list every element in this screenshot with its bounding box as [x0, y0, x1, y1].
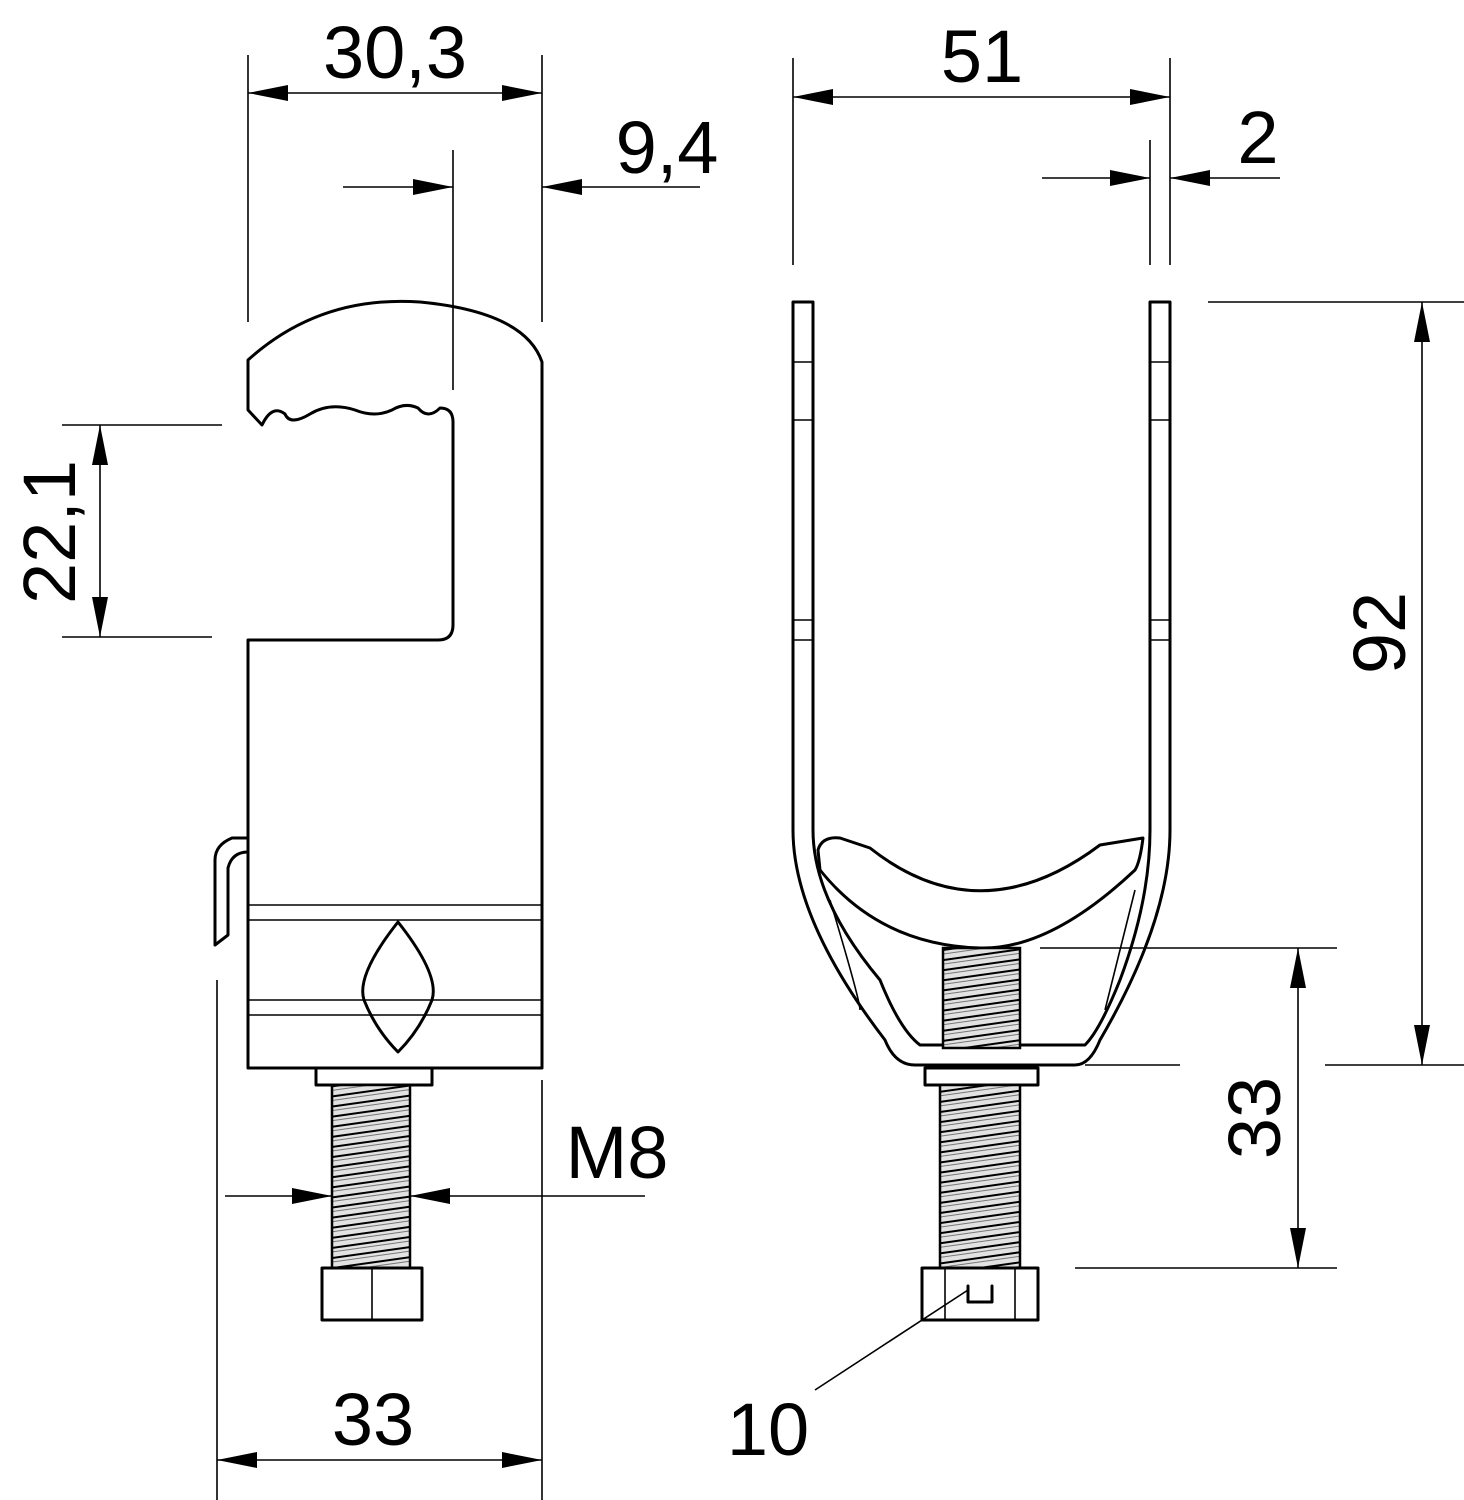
- washer: [314, 1066, 434, 1087]
- dim-label-92: 92: [1338, 592, 1421, 674]
- front-view-dimensions: 51 2 92 33 10: [727, 15, 1464, 1471]
- washer: [923, 1066, 1040, 1087]
- dim-label-51: 51: [941, 15, 1023, 98]
- dim-label-33-bottom: 33: [332, 1378, 414, 1461]
- dim-label-9-4: 9,4: [616, 106, 719, 189]
- dim-label-33-right: 33: [1213, 1077, 1296, 1159]
- side-tab: [213, 836, 250, 947]
- side-view-dimensions: 30,3 9,4 22,1 M8 33: [8, 11, 718, 1500]
- slotted-nut: [920, 1266, 1040, 1322]
- dim-label-m8: M8: [566, 1111, 669, 1194]
- dim-label-22-1: 22,1: [8, 460, 91, 604]
- screw-thread: [330, 1083, 412, 1270]
- screw-thread-lower: [938, 1083, 1022, 1270]
- screw-thread-upper: [941, 946, 1022, 1050]
- clamp-body-outline: [246, 299, 544, 1070]
- dim-label-2: 2: [1237, 96, 1278, 179]
- dim-label-10: 10: [727, 1388, 809, 1471]
- dim-label-30-3: 30,3: [323, 11, 467, 94]
- saddle: [816, 836, 1145, 950]
- saddle-support: [829, 889, 1136, 1011]
- u-strap-outer: [791, 300, 1172, 1067]
- front-view: [791, 300, 1172, 1322]
- lens-shape: [361, 920, 435, 1054]
- side-view: [213, 299, 544, 1322]
